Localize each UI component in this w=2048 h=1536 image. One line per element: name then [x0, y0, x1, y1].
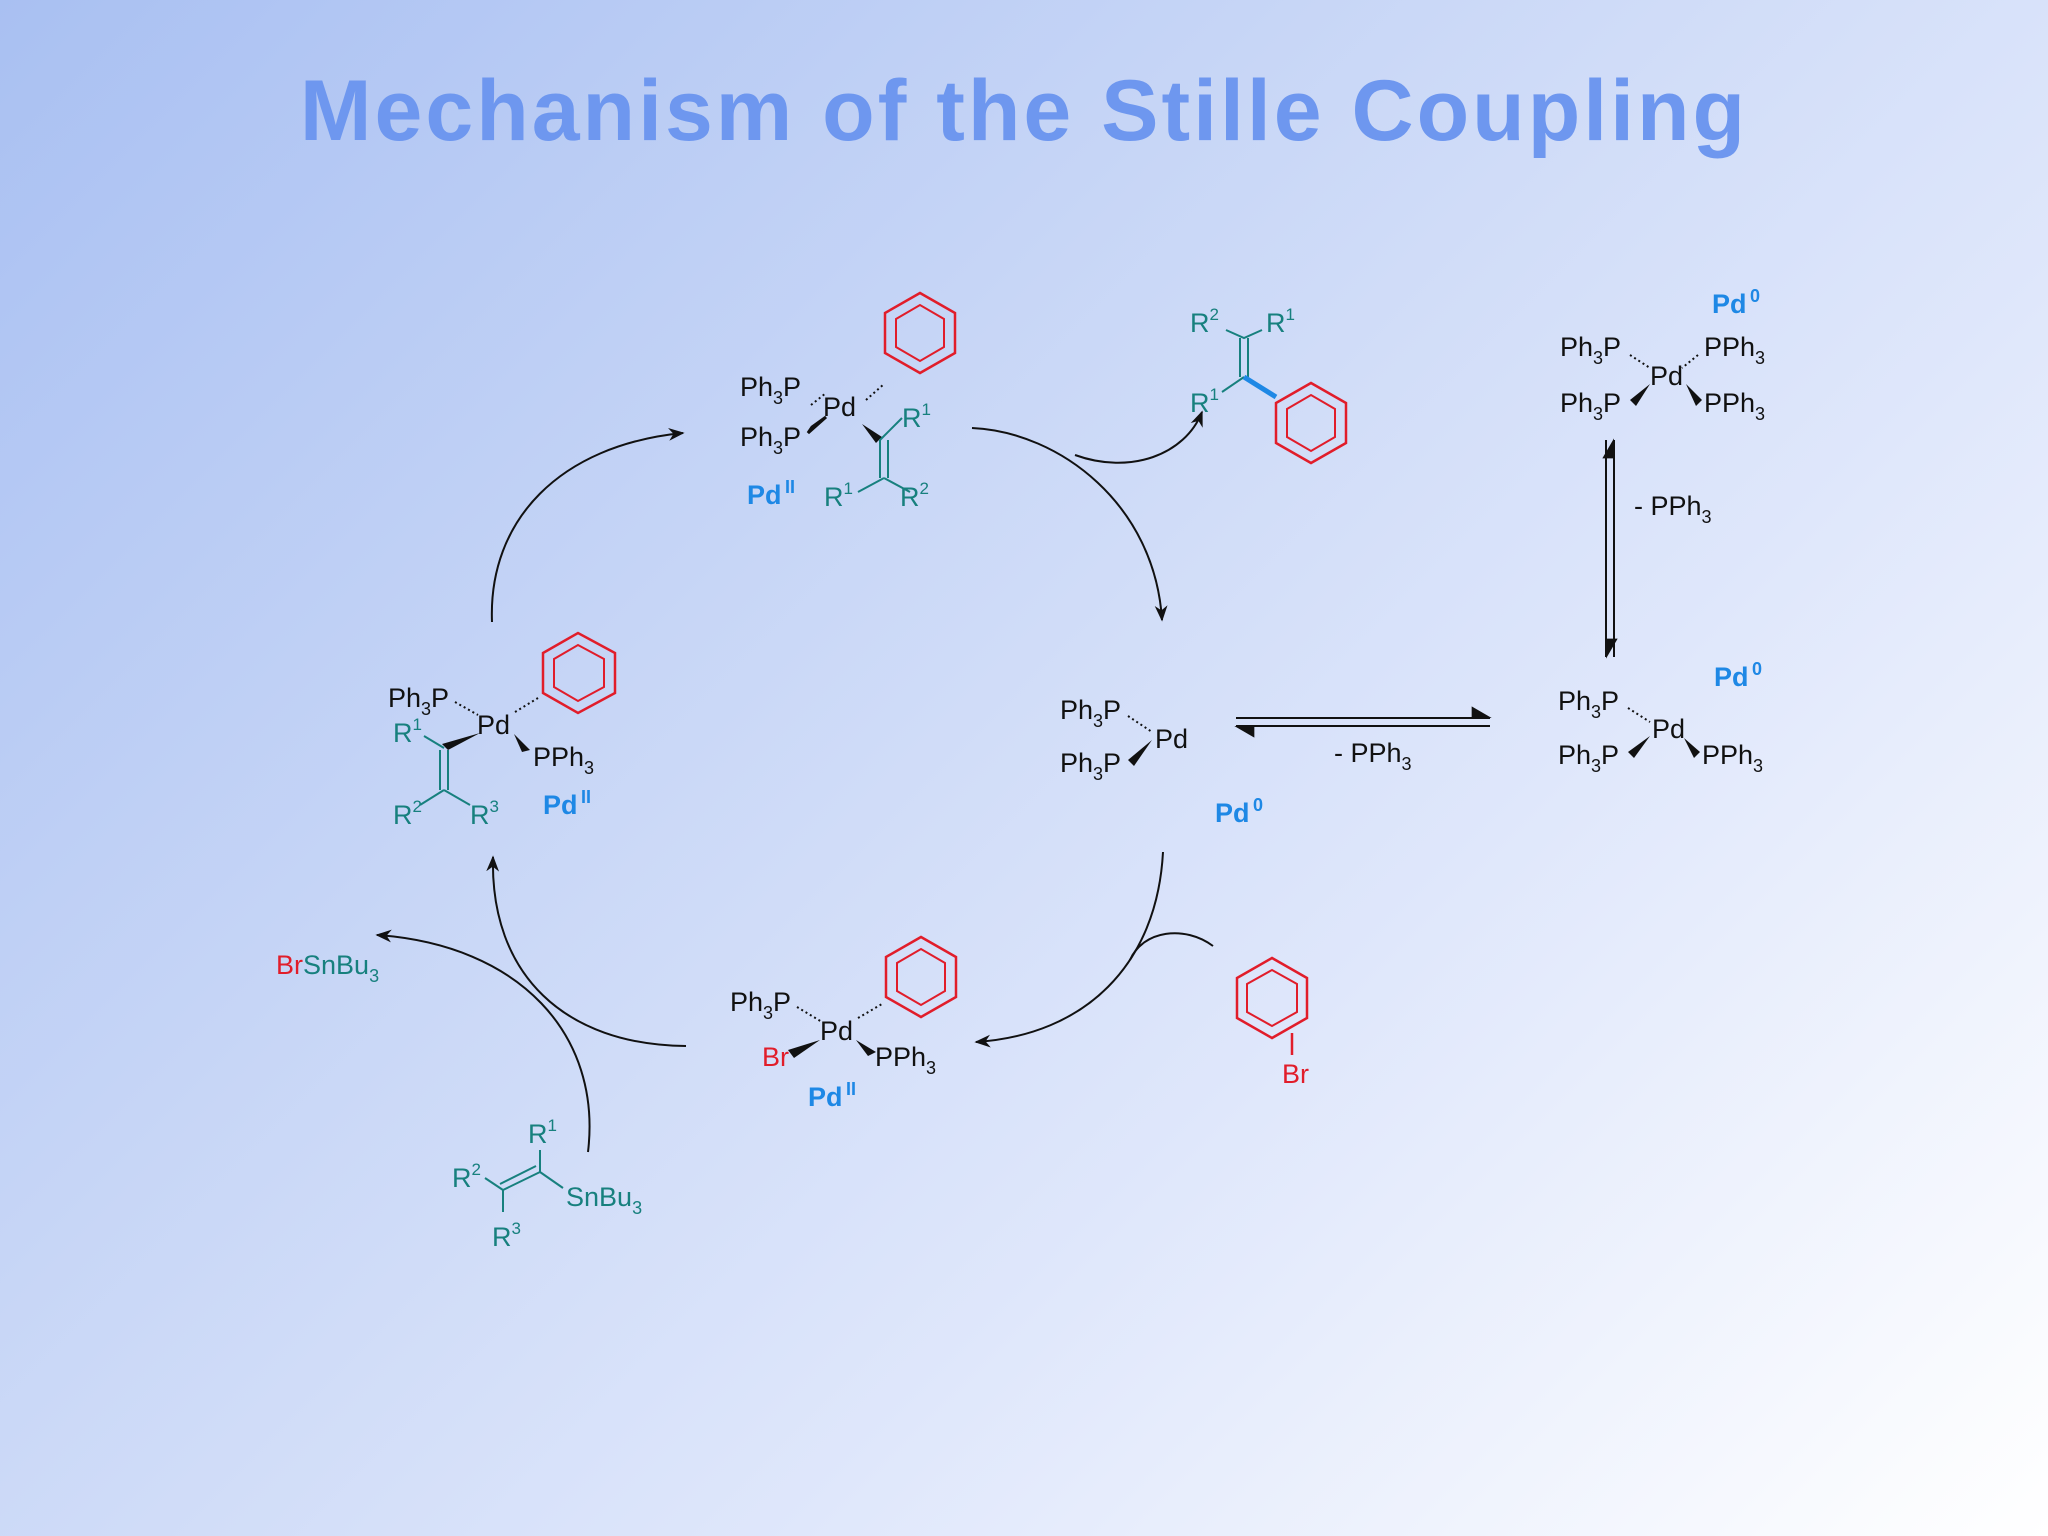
svg-text:Pd: Pd: [1215, 798, 1250, 828]
svg-text:R1: R1: [393, 715, 422, 748]
svg-text:Pd: Pd: [820, 1016, 853, 1046]
svg-text:0: 0: [1253, 795, 1263, 815]
svg-text:II: II: [785, 477, 795, 497]
svg-text:Pd: Pd: [747, 480, 782, 510]
page-title: Mechanism of the Stille Coupling: [299, 63, 1749, 159]
svg-text:Pd: Pd: [1650, 361, 1683, 391]
svg-text:PPh3: PPh3: [875, 1042, 936, 1078]
svg-text:R1: R1: [1266, 305, 1295, 338]
arrow-transmetalation-to-isomerization: [490, 428, 685, 623]
svg-text:Ph3P: Ph3P: [730, 987, 791, 1023]
svg-text:PPh3: PPh3: [1704, 332, 1765, 368]
phenyl-ring-product: [1274, 381, 1348, 465]
svg-text:Ph3P: Ph3P: [1558, 740, 1619, 776]
svg-text:II: II: [846, 1079, 856, 1099]
svg-text:Br: Br: [762, 1042, 789, 1072]
svg-text:Ph3P: Ph3P: [1560, 388, 1621, 424]
svg-text:- PPh3: - PPh3: [1334, 738, 1412, 774]
svg-text:Pd: Pd: [808, 1082, 843, 1112]
vinylstannane-reagent: R1 R2 R3 SnBu3: [452, 1116, 642, 1252]
svg-text:Ph3P: Ph3P: [1060, 695, 1121, 731]
arrow-transmetalation: [486, 855, 687, 1047]
svg-text:R2: R2: [393, 797, 422, 830]
svg-text:SnBu3: SnBu3: [566, 1182, 642, 1218]
svg-text:PPh3: PPh3: [533, 742, 594, 778]
arrow-arylbromide-in: [1129, 932, 1214, 961]
svg-text:PPh3: PPh3: [1702, 740, 1763, 776]
svg-text:Ph3P: Ph3P: [1060, 748, 1121, 784]
svg-text:PPh3: PPh3: [1704, 388, 1765, 424]
svg-text:R1: R1: [902, 400, 931, 433]
svg-text:R3: R3: [492, 1219, 521, 1252]
phenyl-ring-bottom: [884, 935, 958, 1019]
arrow-stannane-to-bromide: [375, 929, 591, 1153]
svg-text:Br: Br: [1282, 1059, 1309, 1089]
bromobenzene: Br: [1235, 956, 1309, 1089]
svg-text:R3: R3: [470, 797, 499, 830]
svg-text:Ph3P: Ph3P: [740, 372, 801, 408]
svg-text:II: II: [581, 787, 591, 807]
arrow-oxidative-addition: [974, 851, 1164, 1048]
svg-text:Pd: Pd: [1155, 724, 1188, 754]
complex-pd2-trans-left: Ph3P Pd PPh3 Pd II: [388, 683, 594, 820]
complex-pd2-cis-top: Ph3P Ph3P Pd Pd II: [740, 372, 885, 510]
arrow-product-release: [1074, 410, 1203, 464]
complex-pd0-tris: Pd 0 Ph3P Ph3P PPh3 Pd - PPh3: [1334, 659, 1763, 776]
phenyl-ring-left: [541, 631, 617, 715]
svg-text:Ph3P: Ph3P: [1558, 686, 1619, 722]
svg-text:Pd: Pd: [477, 710, 510, 740]
arrow-reductive-elimination: [971, 427, 1168, 622]
svg-text:Pd: Pd: [823, 392, 856, 422]
complex-pd2-arylbromide: Ph3P Pd PPh3 Br Pd II: [730, 987, 936, 1112]
svg-text:Pd: Pd: [1652, 714, 1685, 744]
svg-text:Ph3P: Ph3P: [388, 683, 449, 719]
phenyl-ring-top: [883, 291, 957, 375]
complex-pd0-tetrakis: Pd 0 Ph3P Ph3P PPh3 PPh3 Pd - PPh3: [1560, 286, 1765, 527]
svg-text:Ph3P: Ph3P: [1560, 332, 1621, 368]
svg-text:Pd: Pd: [1714, 662, 1749, 692]
equilibrium-arrows: [1234, 438, 1618, 738]
vinyl-group-top: R1 R1 R2: [824, 400, 931, 512]
svg-text:R1: R1: [824, 479, 853, 512]
svg-text:R1: R1: [1190, 385, 1219, 418]
complex-pd0-bis: Ph3P Ph3P Pd Pd 0: [1060, 695, 1263, 828]
svg-text:Ph3P: Ph3P: [740, 422, 801, 458]
svg-text:R1: R1: [528, 1116, 557, 1149]
svg-text:Pd: Pd: [1712, 289, 1747, 319]
svg-text:0: 0: [1750, 286, 1760, 306]
cycle-arrows: [375, 410, 1214, 1153]
svg-text:R2: R2: [452, 1160, 481, 1193]
vinyl-group-left: R1 R2 R3: [393, 715, 499, 830]
svg-text:- PPh3: - PPh3: [1634, 491, 1712, 527]
bromotributylstannane: BrSnBu3: [276, 950, 379, 986]
svg-text:0: 0: [1752, 659, 1762, 679]
svg-text:R2: R2: [900, 479, 929, 512]
svg-text:Pd: Pd: [543, 790, 578, 820]
coupling-product: R2 R1 R1: [1190, 305, 1295, 418]
svg-text:R2: R2: [1190, 305, 1219, 338]
